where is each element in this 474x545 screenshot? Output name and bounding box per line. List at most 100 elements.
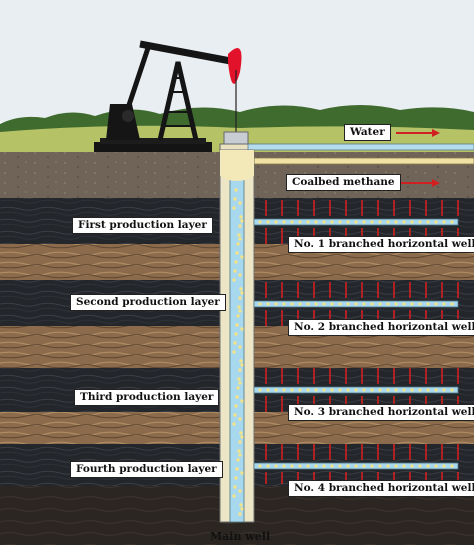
main-well-bubble (238, 273, 242, 277)
second-production-layer-label: Second production layer (70, 294, 226, 311)
main-well-bubble (233, 341, 237, 345)
pipe-bubble (378, 220, 382, 224)
pipe-bubble (258, 220, 262, 224)
pipe-bubble (258, 464, 262, 468)
main-well-label: Main well (210, 530, 271, 543)
pipe-bubble (338, 464, 342, 468)
pipe-bubble (322, 464, 326, 468)
main-well-bubble (238, 201, 242, 205)
pipe-bubble (394, 464, 398, 468)
pipe-bubble (354, 302, 358, 306)
gas-flow-arrow (396, 179, 440, 187)
pipe-bubble (290, 464, 294, 468)
pumpjack-icon (94, 40, 242, 152)
first-production-layer-label: First production layer (72, 217, 213, 234)
main-well-bubble (237, 233, 241, 237)
pipe-bubble (282, 302, 286, 306)
main-well-bubble (236, 458, 240, 462)
branched-well-2-label: No. 2 branched horizontal well (288, 319, 474, 336)
pipe-bubble (442, 220, 446, 224)
main-well-bubble (233, 413, 237, 417)
pipe-bubble (346, 464, 350, 468)
main-well-bubble (235, 395, 239, 399)
pipe-bubble (418, 464, 422, 468)
pipe-bubble (402, 464, 406, 468)
main-well-bubble (232, 422, 236, 426)
main-well-bubble (238, 237, 242, 241)
pipe-bubble (450, 464, 454, 468)
branched-well-3-label: No. 3 branched horizontal well (288, 404, 474, 421)
main-well-bubble (238, 381, 242, 385)
pipe-bubble (402, 302, 406, 306)
main-well-bubble (236, 314, 240, 318)
pipe-bubble (314, 388, 318, 392)
main-well-bubble (234, 332, 238, 336)
main-well-bubble (240, 507, 244, 511)
pipe-bubble (282, 388, 286, 392)
main-well-bubble (240, 219, 244, 223)
main-well-bubble (235, 323, 239, 327)
pipe-bubble (418, 388, 422, 392)
pipe-bubble (410, 464, 414, 468)
pipe-bubble (386, 302, 390, 306)
main-well-bubble (238, 440, 242, 444)
pipe-bubble (338, 220, 342, 224)
main-well-bubble (239, 287, 243, 291)
pipe-bubble (386, 220, 390, 224)
pipe-bubble (426, 220, 430, 224)
main-well-bubble (236, 242, 240, 246)
pipe-bubble (402, 220, 406, 224)
pipe-bubble (426, 302, 430, 306)
pipe-bubble (258, 302, 262, 306)
main-well-bubble (234, 404, 238, 408)
main-well-bubble (235, 251, 239, 255)
pipe-bubble (354, 220, 358, 224)
pipe-bubble (274, 302, 278, 306)
pipe-bubble (354, 464, 358, 468)
pipe-bubble (266, 220, 270, 224)
main-well-bubble (232, 206, 236, 210)
pipe-bubble (402, 388, 406, 392)
pipe-bubble (362, 388, 366, 392)
pipe-bubble (282, 220, 286, 224)
pipe-bubble (450, 388, 454, 392)
branched-wells (253, 200, 459, 484)
pipe-bubble (274, 220, 278, 224)
main-well-bubble (238, 296, 242, 300)
pipe-bubble (298, 464, 302, 468)
main-well-bubble (237, 377, 241, 381)
main-well-bubble (237, 449, 241, 453)
pipe-bubble (266, 388, 270, 392)
main-well-bubble (236, 386, 240, 390)
pipe-bubble (322, 302, 326, 306)
main-well-bore (219, 149, 255, 523)
pipe-bubble (426, 388, 430, 392)
pipe-bubble (394, 302, 398, 306)
main-well-bubble (240, 363, 244, 367)
main-well-bubble (232, 278, 236, 282)
pipe-bubble (290, 388, 294, 392)
main-well-bubble (239, 431, 243, 435)
main-well-bubble (238, 345, 242, 349)
main-well-bubble (238, 453, 242, 457)
pipe-bubble (354, 388, 358, 392)
pipe-bubble (306, 220, 310, 224)
pipe-bubble (434, 464, 438, 468)
main-well-bubble (240, 327, 244, 331)
main-well-bubble (238, 368, 242, 372)
pipe-bubble (274, 464, 278, 468)
main-well-bubble (232, 350, 236, 354)
pipe-bubble (378, 302, 382, 306)
pipe-bubble (370, 464, 374, 468)
fourth-production-layer-label: Fourth production layer (70, 461, 223, 478)
water-label: Water (344, 124, 391, 141)
pipe-bubble (314, 302, 318, 306)
pipe-bubble (346, 302, 350, 306)
pipe-bubble (330, 220, 334, 224)
branched-well-1-label: No. 1 branched horizontal well (288, 236, 474, 253)
pipe-bubble (434, 302, 438, 306)
pipe-bubble (330, 464, 334, 468)
pipe-bubble (386, 464, 390, 468)
main-well-bubble (233, 197, 237, 201)
